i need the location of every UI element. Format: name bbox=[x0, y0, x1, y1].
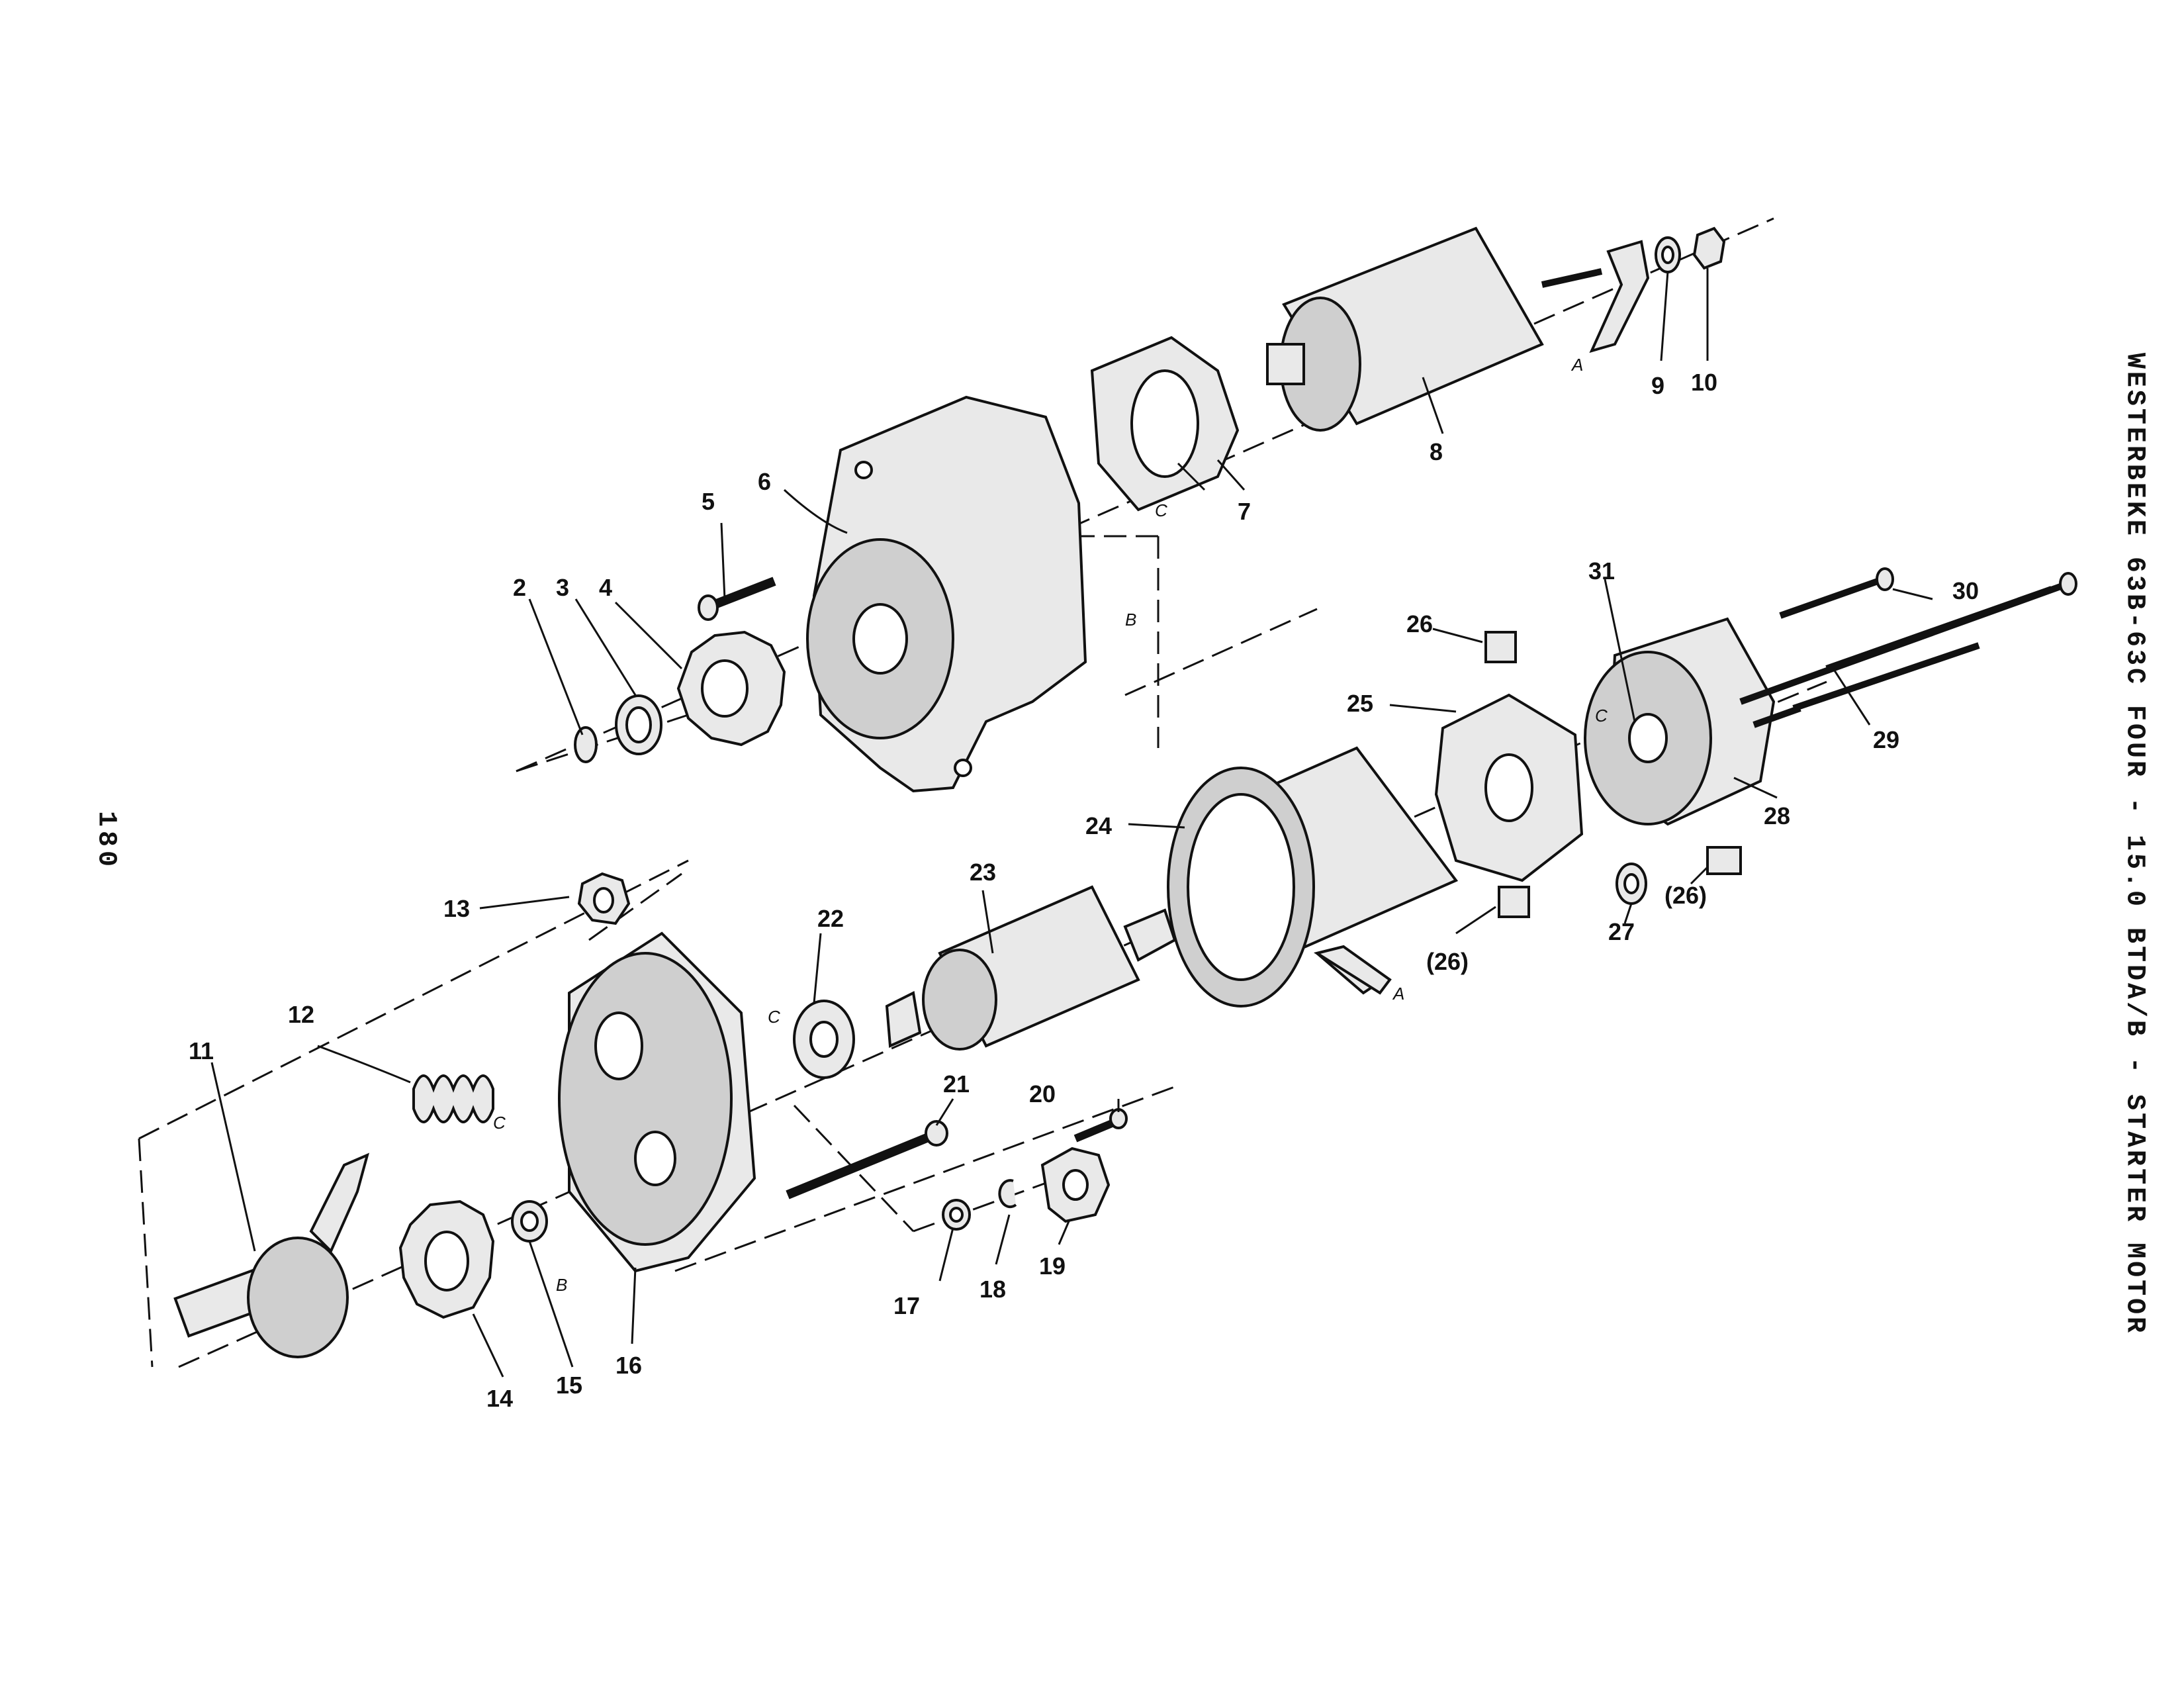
callout-16: 16 bbox=[615, 1352, 642, 1379]
ref-c-top: C bbox=[1155, 500, 1167, 520]
callout-17: 17 bbox=[893, 1292, 920, 1319]
part-19-end-cap bbox=[1040, 1147, 1111, 1223]
part-20-screw bbox=[1073, 1108, 1128, 1143]
part-10-nut bbox=[1692, 226, 1726, 270]
ref-b-top: B bbox=[1125, 610, 1136, 630]
part-29-screws bbox=[1752, 573, 1980, 728]
ref-c-center: C bbox=[768, 1007, 780, 1027]
part-30-through-bolts bbox=[1739, 567, 2077, 705]
ref-c-right: C bbox=[1595, 706, 1608, 726]
callout-24: 24 bbox=[1085, 812, 1112, 839]
part-9-lock-washer bbox=[1655, 236, 1681, 273]
part-15-washer bbox=[511, 1200, 548, 1243]
part-22-bearing bbox=[793, 1000, 855, 1079]
callout-21: 21 bbox=[943, 1070, 970, 1098]
ref-a-bottom: A bbox=[1392, 984, 1404, 1004]
callout-3: 3 bbox=[556, 574, 569, 601]
part-4-pinion-gear bbox=[676, 630, 786, 747]
callout-11: 11 bbox=[189, 1037, 214, 1064]
part-18-snap-ring bbox=[998, 1179, 1017, 1209]
callout-20: 20 bbox=[1029, 1080, 1056, 1107]
callout-26-top: 26 bbox=[1406, 610, 1433, 637]
lead-wire bbox=[1313, 945, 1392, 995]
callout-27: 27 bbox=[1608, 918, 1635, 945]
callout-30: 30 bbox=[1952, 577, 1979, 604]
part-17-washer bbox=[942, 1199, 971, 1231]
callout-25: 25 bbox=[1347, 690, 1373, 717]
page-number: 180 bbox=[91, 810, 121, 871]
callout-23: 23 bbox=[970, 859, 996, 886]
callout-26-bottom-paren: (26) bbox=[1426, 948, 1469, 975]
callout-29: 29 bbox=[1873, 726, 1899, 753]
part-24-field-frame bbox=[1167, 746, 1459, 1008]
callout-15: 15 bbox=[556, 1372, 582, 1399]
part-26-brushes bbox=[1484, 631, 1742, 918]
reference-marks: A A B B C C C C bbox=[493, 355, 1608, 1295]
callout-28: 28 bbox=[1764, 802, 1790, 829]
part-5-screw bbox=[698, 577, 776, 621]
callout-22: 22 bbox=[817, 905, 844, 932]
callout-26-right-paren: (26) bbox=[1664, 882, 1707, 909]
callout-14: 14 bbox=[486, 1385, 513, 1412]
callout-5: 5 bbox=[702, 488, 715, 515]
part-3-collar bbox=[615, 694, 662, 755]
callout-19: 19 bbox=[1039, 1252, 1066, 1280]
leader-lines bbox=[210, 268, 1933, 1378]
part-12-spring bbox=[412, 1074, 494, 1123]
part-8-solenoid bbox=[1266, 226, 1603, 432]
part-27-brush-spring bbox=[1615, 863, 1647, 905]
callout-7: 7 bbox=[1238, 498, 1251, 525]
part-11-drive-shaft bbox=[173, 1152, 370, 1358]
callout-31: 31 bbox=[1588, 557, 1615, 585]
ref-c-left: C bbox=[493, 1113, 506, 1133]
part-23-armature bbox=[885, 885, 1177, 1051]
part-21-through-bolt bbox=[786, 1120, 948, 1199]
part-14-clutch-gear bbox=[398, 1199, 495, 1319]
part-6-drive-housing bbox=[806, 395, 1087, 793]
ref-a-top: A bbox=[1570, 355, 1583, 375]
part-16-center-housing bbox=[558, 931, 756, 1273]
terminal-strap bbox=[1589, 240, 1650, 353]
callout-6: 6 bbox=[758, 468, 771, 495]
callout-12: 12 bbox=[288, 1001, 314, 1028]
callout-9: 9 bbox=[1651, 372, 1664, 399]
callout-8: 8 bbox=[1430, 438, 1443, 465]
part-13-bushing bbox=[577, 872, 631, 925]
callout-labels: 2 3 4 5 6 7 8 9 10 11 12 13 14 15 16 17 … bbox=[189, 369, 1979, 1412]
part-28-end-frame bbox=[1584, 617, 1776, 826]
part-25-brush-holder bbox=[1434, 693, 1584, 882]
page-title: WESTERBEKE 63B-63C FOUR - 15.0 BTDA/B - … bbox=[2119, 352, 2150, 1336]
callout-10: 10 bbox=[1691, 369, 1717, 396]
callout-13: 13 bbox=[443, 895, 470, 922]
callout-4: 4 bbox=[599, 574, 612, 601]
callout-18: 18 bbox=[979, 1276, 1006, 1303]
callout-2: 2 bbox=[513, 574, 526, 601]
part-2-snap-ring bbox=[574, 726, 598, 763]
part-7-gasket-plate bbox=[1090, 336, 1240, 512]
ref-b-bottom: B bbox=[556, 1275, 567, 1295]
